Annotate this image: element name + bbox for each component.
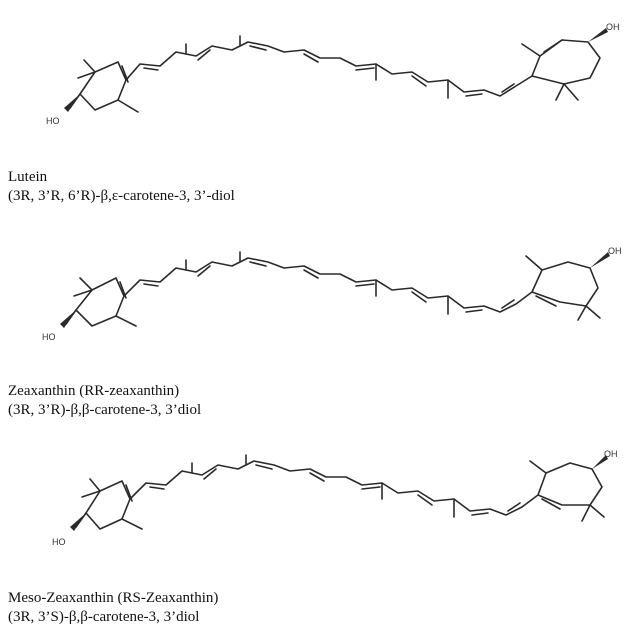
zeaxanthin-structure-drawing: HO OH: [42, 246, 622, 342]
zeaxanthin-name: Zeaxanthin (RR-zeaxanthin): [8, 383, 180, 399]
meso-zeaxanthin-name: Meso-Zeaxanthin (RS-Zeaxanthin): [8, 590, 219, 606]
lutein-iupac-name: (3R, 3’R, 6’R)-β,ε-carotene-3, 3’-diol: [8, 188, 235, 204]
meso-zeaxanthin-iupac-name: (3R, 3’S)-β,β-carotene-3, 3’diol: [8, 609, 200, 625]
meso-zeaxanthin-caption: Meso-Zeaxanthin (RS-Zeaxanthin) (3R, 3’S…: [8, 589, 218, 627]
lutein-structure-drawing: HO: [46, 22, 620, 126]
lutein-right-hydroxyl: OH: [606, 22, 620, 32]
zeaxanthin-structure: HO OH: [0, 210, 624, 370]
zeaxanthin-caption: Zeaxanthin (RR-zeaxanthin) (3R, 3’R)-β,β…: [8, 382, 201, 420]
meso-zeaxanthin-structure-drawing: HO OH: [52, 449, 618, 547]
lutein-left-hydroxyl: HO: [46, 116, 60, 126]
lutein-structure: HO: [0, 0, 624, 160]
lutein-caption: Lutein (3R, 3’R, 6’R)-β,ε-carotene-3, 3’…: [8, 168, 235, 206]
meso-zeaxanthin-structure: HO OH: [0, 425, 624, 585]
meso-zeaxanthin-panel: HO OH: [0, 425, 624, 630]
zeaxanthin-right-hydroxyl: OH: [608, 246, 622, 256]
lutein-panel: HO: [0, 0, 624, 210]
meso-zeaxanthin-left-hydroxyl: HO: [52, 537, 66, 547]
zeaxanthin-left-hydroxyl: HO: [42, 332, 56, 342]
lutein-name: Lutein: [8, 169, 48, 185]
meso-zeaxanthin-right-hydroxyl: OH: [604, 449, 618, 459]
zeaxanthin-iupac-name: (3R, 3’R)-β,β-carotene-3, 3’diol: [8, 402, 202, 418]
zeaxanthin-panel: HO OH: [0, 210, 624, 425]
